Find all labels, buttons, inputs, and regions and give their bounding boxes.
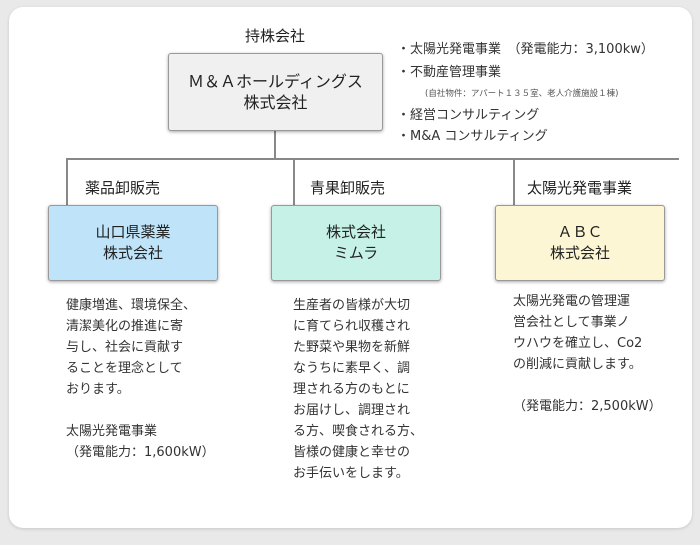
segment-label-taiyo: 太陽光発電事業 — [527, 179, 633, 197]
holding-company-box: Ｍ＆Ａホールディングス 株式会社 — [168, 53, 383, 131]
subsidiary-type: 株式会社 — [549, 244, 610, 262]
description-line: 生産者の皆様が大切 — [293, 298, 411, 313]
subsidiary-box-taiyo: ＡＢＣ 株式会社 — [495, 205, 665, 281]
description-line: お手伝いをします。 — [293, 466, 409, 481]
subsidiary-type: 株式会社 — [102, 244, 163, 262]
description-taiyo: 太陽光発電の管理運 営会社として事業ノ ウハウを確立し、Co2 の削減に貢献しま… — [513, 291, 662, 417]
description-line: おります。 — [66, 382, 130, 397]
connector-horizontal — [66, 158, 679, 160]
description-line: 太陽光発電事業 — [66, 424, 158, 439]
business-item: ・経営コンサルティング — [397, 108, 540, 123]
description-line: お届けし、調理され — [293, 403, 411, 418]
description-line: （発電能力：2,500kW） — [513, 399, 662, 414]
description-line: に育てられ収穫され — [293, 319, 411, 334]
description-line: の削減に貢献します。 — [513, 357, 642, 372]
description-line: 理される方のもとに — [293, 382, 410, 397]
description-line: 清潔美化の推進に寄 — [66, 319, 184, 334]
subsidiary-type: 株式会社 — [325, 223, 386, 241]
description-line: ることを理念として — [66, 361, 183, 376]
subsidiary-name: 山口県薬業 — [95, 223, 171, 241]
business-item: ・不動産管理事業 — [397, 65, 502, 80]
description-line: る方、喫食される方、 — [293, 424, 424, 439]
business-note: (自社物件：アパート１３５室、老人介護施設１棟) — [425, 89, 619, 99]
segment-label-seika: 青果卸販売 — [310, 179, 386, 197]
subsidiary-name: ＡＢＣ — [557, 223, 603, 241]
segment-label-yakuhin: 薬品卸販売 — [85, 179, 161, 197]
connector-drop-3 — [513, 158, 515, 205]
description-line: 健康増進、環境保全、 — [66, 298, 197, 313]
description-yakuhin: 健康増進、環境保全、 清潔美化の推進に寄 与し、社会に貢献す ることを理念として… — [66, 295, 215, 463]
business-item: ・M&A コンサルティング — [397, 129, 548, 144]
subsidiary-box-seika: 株式会社 ミムラ — [271, 205, 441, 281]
business-item: ・太陽光発電事業 （発電能力：3,100kw） — [397, 42, 654, 57]
description-line: ウハウを確立し、Co2 — [513, 336, 643, 351]
description-line: 皆様の健康と幸せの — [293, 445, 411, 460]
holding-company-name: Ｍ＆Ａホールディングス — [188, 72, 363, 91]
description-seika: 生産者の皆様が大切 に育てられ収穫され た野菜や果物を新鮮 なうちに素早く、調 … — [293, 295, 423, 484]
description-line: 営会社として事業ノ — [513, 315, 630, 330]
description-line: 太陽光発電の管理運 — [513, 294, 631, 309]
holding-company-type: 株式会社 — [243, 93, 308, 112]
connector-drop-2 — [293, 158, 295, 205]
description-line: （発電能力：1,600kW） — [66, 445, 215, 460]
description-spacer — [513, 375, 662, 396]
description-line: た野菜や果物を新鮮 — [293, 340, 411, 355]
connector-drop-1 — [66, 158, 68, 205]
description-line: 与し、社会に貢献す — [66, 340, 184, 355]
holding-company-label: 持株会社 — [244, 27, 305, 45]
subsidiary-box-yakuhin: 山口県薬業 株式会社 — [48, 205, 218, 281]
description-line: なうちに素早く、調 — [293, 361, 411, 376]
connector-trunk — [274, 129, 276, 159]
subsidiary-name: ミムラ — [333, 244, 379, 262]
description-spacer — [66, 400, 215, 421]
